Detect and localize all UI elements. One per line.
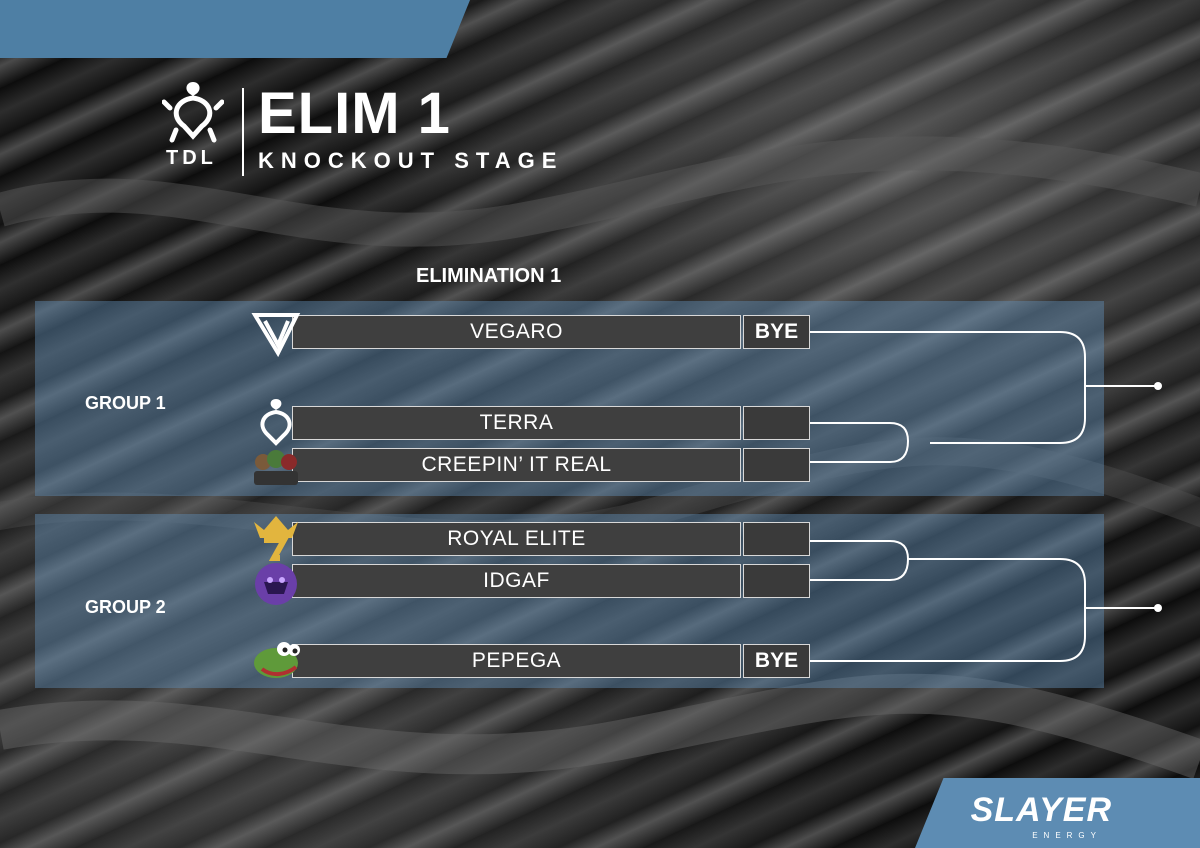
score-box-royal-elite	[743, 522, 810, 556]
idgaf-icon	[255, 563, 297, 605]
tdl-turtle-icon	[162, 82, 224, 143]
royal-elite-crown-icon	[254, 516, 298, 561]
page-subtitle: KNOCKOUT STAGE	[258, 148, 564, 173]
group-2-label: GROUP 2	[85, 597, 166, 617]
brand-text: TDL	[166, 147, 217, 169]
team-bar-terra: TERRA	[292, 406, 741, 440]
team-bar-royal-elite: ROYAL ELITE	[292, 522, 741, 556]
sponsor-tagline: ENERGY	[1032, 831, 1102, 840]
score-box-idgaf	[743, 564, 810, 598]
page-title: ELIM 1	[258, 81, 451, 146]
group-1-label: GROUP 1	[85, 393, 166, 413]
team-bar-creepin-it-real: CREEPIN’ IT REAL	[292, 448, 741, 482]
top-accent-tab	[0, 0, 470, 58]
score-box-terra	[743, 406, 810, 440]
creepin-it-real-icon	[254, 450, 298, 485]
team-bar-pepega: PEPEGA	[292, 644, 741, 678]
score-box-pepega: BYE	[743, 644, 810, 678]
score-box-vegaro: BYE	[743, 315, 810, 349]
team-bar-idgaf: IDGAF	[292, 564, 741, 598]
bracket-endpoint-1	[1154, 382, 1162, 390]
pepega-frog-icon	[254, 642, 300, 678]
sponsor-tab	[915, 778, 1200, 848]
score-box-creepin-it-real	[743, 448, 810, 482]
sponsor-logo-text: SLAYER	[970, 791, 1112, 829]
header-divider	[242, 88, 244, 176]
terra-turtle-icon	[260, 399, 292, 446]
section-title: ELIMINATION 1	[416, 265, 562, 287]
vegaro-logo-icon	[251, 313, 301, 358]
bracket-endpoint-2	[1154, 604, 1162, 612]
team-bar-vegaro: VEGARO	[292, 315, 741, 349]
